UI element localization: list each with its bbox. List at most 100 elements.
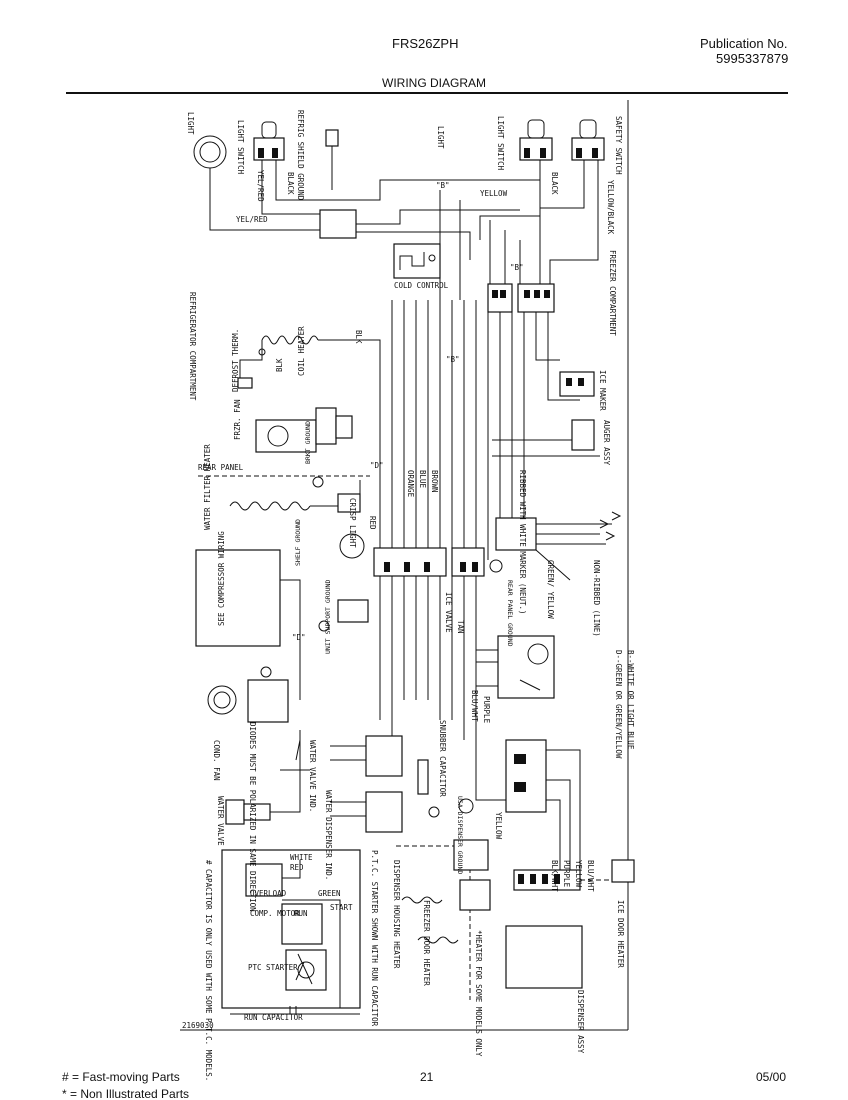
label-water-filter-heater: WATER FILTER HEATER — [203, 444, 212, 530]
label-d2: "D" — [292, 633, 306, 642]
cold-control-icon — [393, 243, 441, 279]
label-ptc-starter: PTC STARTER — [248, 963, 298, 972]
model-number: FRS26ZPH — [392, 36, 459, 51]
label-cond-fan: COND. FAN — [212, 740, 221, 781]
dispenser-heaters — [396, 839, 491, 1000]
freezer-fan-icon — [255, 407, 353, 453]
label-yellow-black: YELLOW/BLACK — [606, 180, 615, 235]
label-safety-switch: SAFETY SWITCH — [614, 116, 623, 175]
dispenser-assy-icon — [505, 859, 635, 989]
label-run: RUN — [294, 909, 308, 918]
label-capacitor-note: # CAPACITOR IS ONLY USED WITH SOME P.T.C… — [204, 860, 213, 1081]
label-comp-motor: COMP. MOTOR — [250, 909, 300, 918]
label-light-left: LIGHT — [186, 112, 195, 135]
label-red: RED — [368, 516, 377, 530]
page-title: WIRING DIAGRAM — [382, 76, 486, 90]
label-yellow3: YELLOW — [574, 860, 583, 888]
condenser-fan-icon — [207, 666, 289, 723]
label-frzr-fan: FRZR. FAN — [233, 399, 242, 440]
label-ice-door-heater: ICE DOOR HEATER — [616, 900, 625, 968]
label-d1: "D" — [370, 461, 384, 470]
ice-door-heater-connector — [611, 859, 635, 883]
light-switch-left-icon — [253, 121, 285, 161]
label-start: START — [330, 903, 353, 912]
lamp-left-icon — [193, 135, 227, 169]
top-wiring — [209, 146, 599, 300]
label-water-valve: WATER VALVE — [216, 796, 225, 846]
label-see-compressor: SEE COMPRESSOR WIRING — [217, 531, 226, 626]
label-yel-red: YEL/RED — [236, 215, 268, 224]
label-ribbed-white: RIBBED WITH WHITE MARKER (NEUT.) — [518, 470, 527, 615]
shelf-light-icon — [318, 533, 369, 632]
label-blk1: BLK — [354, 330, 363, 344]
label-purple: PURPLE — [482, 696, 491, 724]
label-blk-wht: BLK/WHT — [550, 860, 559, 892]
label-ptc-note: P.T.C. STARTER SHOWN WITH RUN CAPACITOR — [370, 850, 379, 1027]
label-blu-wht2: BLU/WHT — [586, 860, 595, 892]
label-snubber-capacitor: SNUBBER CAPACITOR — [438, 720, 447, 797]
label-usa-ground: USA DISPENSER GROUND — [456, 796, 464, 874]
label-diagram-code: 2169030 — [182, 1021, 214, 1030]
middle-connectors — [373, 511, 622, 581]
label-b-white: B--WHITE OR LIGHT BLUE — [626, 650, 635, 750]
label-crisper-light: CRISP LIGHT — [348, 498, 357, 548]
snubber-capacitor-icon — [417, 759, 440, 818]
publication-label: Publication No. — [700, 36, 788, 51]
label-blk2: BLK — [275, 358, 284, 372]
label-blue: BLUE — [418, 470, 427, 489]
label-unit-support-ground: UNIT SUPPORT GROUND — [324, 580, 332, 654]
label-refrigerator-compartment: REFRIGERATOR COMPARTMENT — [188, 292, 197, 401]
fm-motor-icon — [476, 635, 555, 699]
diagram-labels: LIGHT LIGHT SWITCH REFRIG SHIELD GROUND … — [182, 110, 635, 1081]
label-red2: RED — [290, 863, 304, 872]
label-rear-panel: REAR PANEL — [198, 463, 244, 472]
label-b2: "B" — [510, 263, 524, 272]
label-shelf-ground: SHELF GROUND — [294, 519, 302, 566]
light-switch-right-icon — [519, 119, 553, 161]
label-water-dispenser: WATER DISPENSER IND. — [324, 790, 333, 880]
label-dispenser-assy: DISPENSER ASSY — [576, 990, 585, 1054]
refrig-shield-ground-icon — [325, 129, 339, 147]
coil-heater-icon — [237, 335, 381, 389]
label-b3: "B" — [446, 355, 460, 364]
label-freezer-door-heater: FREEZER DOOR HEATER — [422, 900, 431, 986]
compressor-subdiagram — [221, 849, 361, 1015]
label-blu-wht: BLU/WHT — [470, 690, 479, 722]
label-purple2: PURPLE — [562, 860, 571, 888]
label-freezer-compartment: FREEZER COMPARTMENT — [608, 250, 617, 336]
header-rule — [66, 92, 788, 94]
label-green: GREEN — [318, 889, 341, 898]
label-b1: "B" — [436, 181, 450, 190]
label-diodes-note: DIODES MUST BE POLARIZED IN SAME DIRECTI… — [248, 722, 257, 912]
label-non-ribbed: NON-RIBBED (LINE) — [592, 560, 601, 637]
auger-assy-icon — [571, 419, 595, 451]
label-green-yellow: GREEN/ YELLOW — [546, 560, 555, 619]
label-cold-control: COLD CONTROL — [394, 281, 449, 290]
label-brkt-ground: BRKT GROUND — [304, 421, 312, 464]
label-tan: TAN — [456, 620, 465, 634]
label-refrig-shield: REFRIG SHIELD GROUND — [296, 110, 305, 201]
label-d-green: D--GREEN OR GREEN/YELLOW — [614, 650, 623, 759]
crisper-light-icon — [337, 493, 361, 513]
label-heater-note: *HEATER FOR SOME MODELS ONLY — [474, 930, 483, 1057]
dispenser-switch-block — [458, 739, 581, 870]
freezer-connectors — [487, 283, 555, 313]
label-rear-panel-ground: REAR PANEL GROUND — [506, 580, 514, 647]
label-light-switch-left: LIGHT SWITCH — [236, 120, 245, 175]
safety-switch-icon — [571, 119, 605, 161]
label-defrost-therm: DEFROST THERM. — [231, 329, 240, 392]
label-run-capacitor: RUN CAPACITOR — [244, 1013, 303, 1022]
label-dispenser-housing-heater: DISPENSER HOUSING HEATER — [392, 860, 401, 969]
compressor-wiring-box — [195, 549, 301, 700]
label-white: WHITE — [290, 853, 313, 862]
label-yellow2: YELLOW — [494, 812, 503, 840]
label-ice-valve: ICE VALVE — [444, 592, 453, 633]
legend-fast-moving: # = Fast-moving Parts — [62, 1070, 180, 1084]
label-black1: BLACK — [550, 172, 559, 195]
refrig-connector — [319, 209, 357, 239]
label-light-switch-right: LIGHT SWITCH — [496, 116, 505, 171]
label-brown: BROWN — [430, 470, 439, 493]
water-valves — [225, 730, 403, 833]
label-overload: OVERLOAD — [250, 889, 287, 898]
